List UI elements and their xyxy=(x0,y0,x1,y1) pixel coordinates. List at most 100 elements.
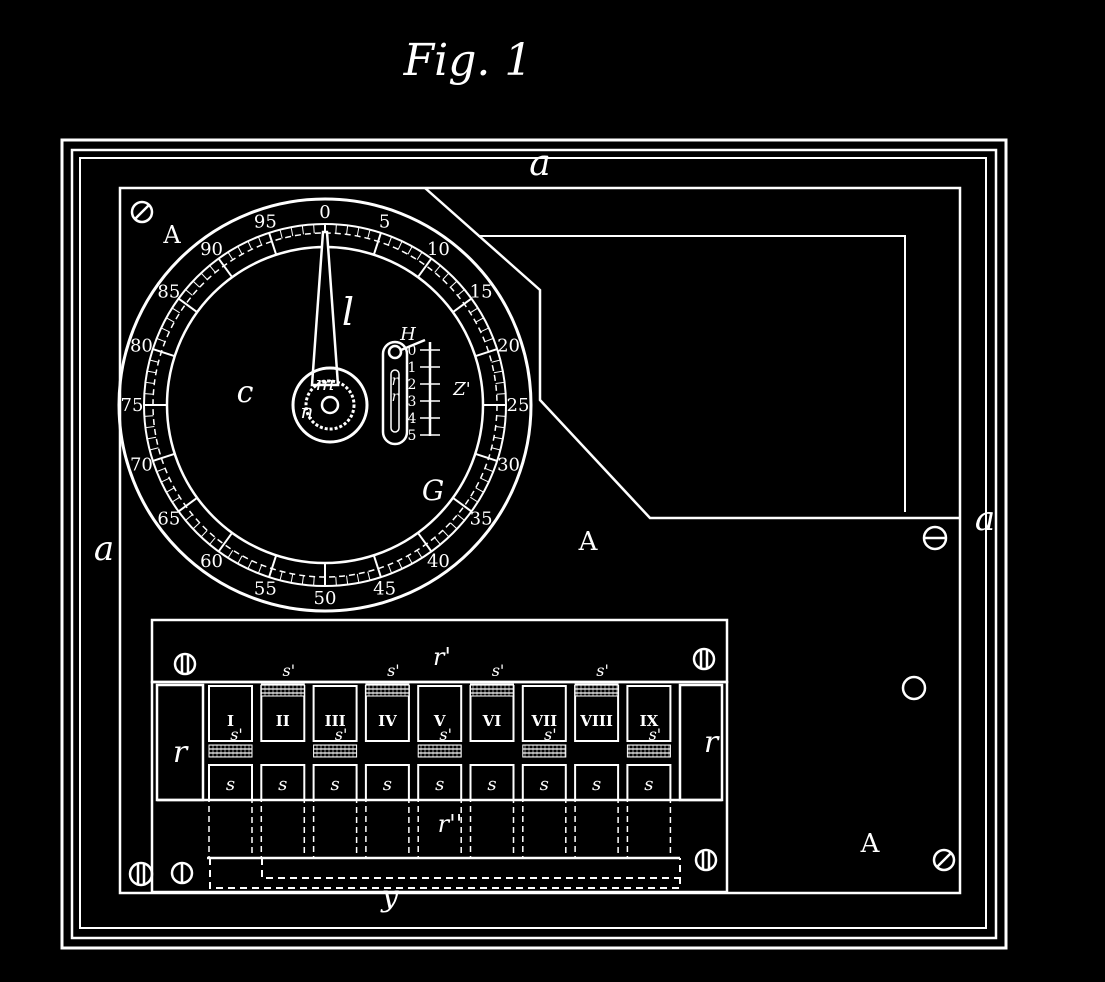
dial-number: 35 xyxy=(470,508,493,529)
key-i[interactable]: Is's xyxy=(208,685,253,859)
dial-tick xyxy=(356,573,360,583)
label-r-right: r xyxy=(704,725,720,760)
key-v[interactable]: Vs's xyxy=(417,685,463,859)
dial-tick xyxy=(152,348,176,358)
inner-window-outline xyxy=(478,235,906,512)
dial-tick xyxy=(335,224,337,234)
key-vi[interactable]: VI s' s xyxy=(469,661,515,859)
dial-tick xyxy=(434,537,441,545)
dial-number: 50 xyxy=(314,588,337,609)
key-bottom-label: s xyxy=(487,774,496,795)
dial-tick xyxy=(480,327,489,333)
dial-tick xyxy=(452,297,473,313)
key-bottom-label: s xyxy=(278,774,287,795)
dial-number: 70 xyxy=(130,455,153,476)
dial-tick xyxy=(200,272,208,280)
screw-icon xyxy=(932,848,956,872)
dial-tick xyxy=(495,381,505,384)
dial-tick xyxy=(480,477,489,483)
bottom-rail xyxy=(209,858,681,889)
label-r-left: r xyxy=(173,735,189,770)
label-H: H xyxy=(399,324,416,345)
dial-number: 80 xyxy=(130,335,153,356)
key-upper-label: s' xyxy=(230,725,243,744)
dial-number: 15 xyxy=(470,282,493,303)
dial-tick xyxy=(301,575,304,585)
dial-tick xyxy=(491,447,501,451)
dial-tick xyxy=(493,370,503,374)
key-numeral: VII xyxy=(530,712,557,730)
label-r-prime: r' xyxy=(433,643,451,671)
dial-tick xyxy=(452,497,473,513)
pointer xyxy=(291,230,369,444)
dial-tick xyxy=(268,554,278,578)
dial-tick xyxy=(209,265,216,273)
dial-tick xyxy=(474,452,498,462)
dial-tick xyxy=(496,415,506,417)
gauge-number: 1 xyxy=(408,360,417,376)
dial-tick xyxy=(457,514,465,521)
dial-tick xyxy=(397,560,403,569)
dial-tick xyxy=(335,576,337,586)
label-n: n xyxy=(301,399,314,423)
key-bottom-label: s xyxy=(383,774,392,795)
dial-tick xyxy=(367,229,371,239)
dial-tick xyxy=(200,530,208,538)
dial-number: 75 xyxy=(121,395,144,416)
dial-tick xyxy=(171,307,181,314)
dial-tick xyxy=(144,415,154,417)
dial-tick xyxy=(290,227,294,237)
dial-number: 5 xyxy=(379,211,390,232)
dial-number: 65 xyxy=(157,508,180,529)
window-outline xyxy=(424,187,960,520)
dial-tick xyxy=(177,497,198,513)
dial-number: 10 xyxy=(427,239,450,260)
dial-tick xyxy=(475,487,484,493)
dial-tick xyxy=(192,280,200,288)
dial-tick xyxy=(475,317,484,323)
dial-tick xyxy=(417,257,433,278)
dial-tick xyxy=(247,560,253,569)
dial-tick xyxy=(442,530,450,538)
dial-tick xyxy=(450,522,458,530)
dial-tick xyxy=(372,232,382,256)
dial-tick xyxy=(397,241,403,250)
key-ix[interactable]: IXs's xyxy=(626,685,672,859)
key-ii[interactable]: IIs's xyxy=(260,661,306,859)
key-upper-label: s' xyxy=(492,661,505,680)
dial-number: 85 xyxy=(157,282,180,303)
key-upper-label: s' xyxy=(282,661,295,680)
dial-tick xyxy=(257,236,263,246)
dial-tick xyxy=(442,272,450,280)
key-upper-label: s' xyxy=(335,725,348,744)
label-l: l xyxy=(342,290,354,334)
gauge-arm-label: r xyxy=(392,389,400,405)
key-numeral: VI xyxy=(482,712,502,730)
screw-icon xyxy=(922,525,948,551)
dial-tick xyxy=(469,496,479,503)
label-a-right: a xyxy=(975,499,995,539)
dial-ticks xyxy=(144,224,506,586)
dial-tick xyxy=(156,467,166,473)
dial-tick xyxy=(161,327,170,333)
dial-tick xyxy=(185,514,193,521)
dial-tick xyxy=(217,532,233,553)
dial-tick xyxy=(144,393,154,395)
dial-tick xyxy=(417,532,433,553)
dial-tick xyxy=(416,251,423,261)
screw-icon xyxy=(694,848,718,872)
key-numeral: IV xyxy=(378,712,397,730)
gauge-number: 0 xyxy=(408,343,417,359)
key-numeral: IX xyxy=(640,712,659,730)
hole-icon xyxy=(901,675,927,701)
dial-tick xyxy=(434,265,441,273)
key-row: Is'sIIs'sIIIs'sIVs'sVs'sVIs'sVIIs'sVIIIs… xyxy=(208,661,672,859)
key-iv[interactable]: IVs's xyxy=(364,661,410,859)
dial-tick xyxy=(268,232,278,256)
key-numeral: V xyxy=(433,712,446,730)
label-A-middle: A xyxy=(578,527,599,557)
dial-number: 20 xyxy=(497,335,520,356)
